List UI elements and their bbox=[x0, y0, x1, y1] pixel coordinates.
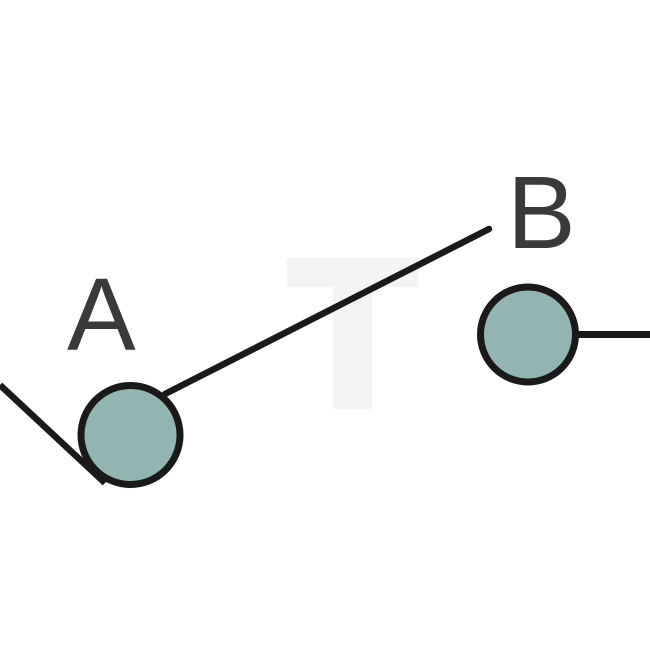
watermark-t-icon bbox=[287, 258, 418, 409]
terminal-a-circle bbox=[77, 382, 184, 488]
label-b: B bbox=[507, 155, 576, 270]
terminal-b-circle bbox=[477, 283, 579, 386]
watermark-t-stem bbox=[333, 258, 372, 409]
lead-line-left bbox=[0, 382, 108, 486]
label-a: A bbox=[67, 257, 136, 372]
switch-lever-line bbox=[161, 225, 493, 398]
